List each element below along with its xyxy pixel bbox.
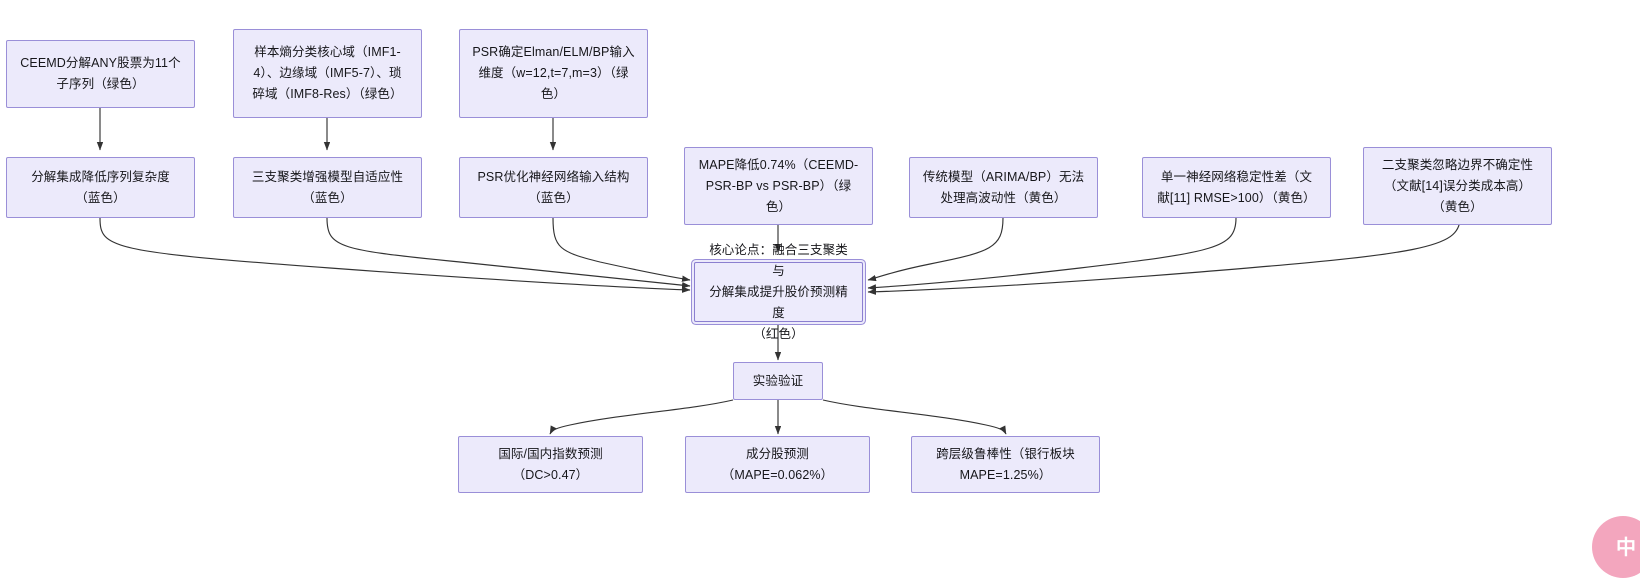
node-mape-improvement[interactable]: MAPE降低0.74%（CEEMD- PSR-BP vs PSR-BP）（绿 色… bbox=[684, 147, 873, 225]
node-label: 实验验证 bbox=[752, 373, 804, 388]
edge-n8-n11 bbox=[867, 217, 1004, 282]
edge-n12-n15 bbox=[822, 399, 1007, 435]
edge-n6-n11 bbox=[552, 217, 691, 282]
node-line-1: PSR确定Elman/ELM/BP输入 bbox=[472, 45, 635, 59]
node-line-1: 样本熵分类核心域（IMF1- bbox=[254, 45, 401, 59]
node-line-2: 维度（w=12,t=7,m=3）（绿 bbox=[478, 66, 629, 80]
node-line-1: 国际/国内指数预测 bbox=[498, 446, 603, 461]
node-line-2: （蓝色） bbox=[75, 190, 126, 205]
edge-n5-n11 bbox=[326, 217, 691, 289]
node-ceemd-decomposition[interactable]: CEEMD分解ANY股票为11个 bbox=[6, 40, 195, 108]
watermark-badge: 中 bbox=[1592, 516, 1640, 578]
node-core-claim[interactable]: 核心论点：融合三支聚类与 分解集成提升股价预测精度 （红色） bbox=[694, 243, 863, 341]
node-line-2: 处理高波动性（黄色） bbox=[940, 190, 1067, 205]
node-line-3: 色） bbox=[540, 87, 567, 101]
node-psr-optimizes-nn-input[interactable]: PSR优化神经网络输入结构 （蓝色） bbox=[459, 157, 648, 218]
node-sample-entropy-classification[interactable]: 样本熵分类核心域（IMF1- 4）、边缘域（IMF5-7）、琐 碎域（IMF8-… bbox=[233, 29, 422, 118]
node-line-2: 分解集成提升股价预测精度 bbox=[709, 284, 848, 320]
edge-n12-n13 bbox=[549, 399, 734, 435]
node-two-way-clustering-limitation[interactable]: 二支聚类忽略边界不确定性 （文献[14]误分类成本高） （黄色） bbox=[1363, 147, 1552, 225]
node-line-1: 传统模型（ARIMA/BP）无法 bbox=[922, 169, 1085, 184]
node-line-2: MAPE=1.25%） bbox=[959, 467, 1052, 482]
node-line-3: （黄色） bbox=[1432, 199, 1483, 214]
node-line-2: （文献[14]误分类成本高） bbox=[1383, 178, 1532, 193]
node-line-3: 色） bbox=[765, 199, 792, 214]
node-cross-level-robustness-result[interactable]: 跨层级鲁棒性（银行板块 MAPE=1.25%） bbox=[911, 436, 1100, 493]
node-line-2: 献[11] RMSE>100）（黄色） bbox=[1157, 190, 1316, 205]
edge-n10-n11 bbox=[867, 217, 1461, 295]
node-line-1: 单一神经网络稳定性差（文 bbox=[1160, 169, 1313, 184]
node-line-1: 分解集成降低序列复杂度 bbox=[31, 169, 170, 184]
node-line-1: 成分股预测 bbox=[745, 446, 809, 461]
node-line-1: PSR优化神经网络输入结构 bbox=[477, 169, 630, 184]
node-line-1: MAPE降低0.74%（CEEMD- bbox=[698, 157, 859, 172]
node-line-3: 碎域（IMF8-Res）（绿色） bbox=[252, 87, 403, 101]
node-three-way-clustering-adaptivity[interactable]: 三支聚类增强模型自适应性 （蓝色） bbox=[233, 157, 422, 218]
node-index-prediction-result[interactable]: 国际/国内指数预测 （DC>0.47） bbox=[458, 436, 643, 493]
node-line-2: （蓝色） bbox=[302, 190, 353, 205]
node-line-1: 跨层级鲁棒性（银行板块 bbox=[936, 446, 1075, 461]
node-constituent-stock-result[interactable]: 成分股预测 （MAPE=0.062%） bbox=[685, 436, 870, 493]
edge-n9-n11 bbox=[867, 217, 1237, 291]
node-line-2: （DC>0.47） bbox=[512, 467, 589, 482]
node-line-2: PSR-BP vs PSR-BP）（绿 bbox=[705, 178, 852, 193]
node-line-2: （蓝色） bbox=[528, 190, 579, 205]
node-single-nn-instability[interactable]: 单一神经网络稳定性差（文 献[11] RMSE>100）（黄色） bbox=[1142, 157, 1331, 218]
node-experimental-validation[interactable]: 实验验证 bbox=[733, 362, 823, 400]
node-psr-input-dimension[interactable]: PSR确定Elman/ELM/BP输入 维度（w=12,t=7,m=3）（绿 色… bbox=[459, 29, 648, 118]
node-line-3: （红色） bbox=[753, 326, 804, 341]
node-decomposition-reduces-complexity[interactable]: 分解集成降低序列复杂度 （蓝色） bbox=[6, 157, 195, 218]
watermark-text: 中 bbox=[1616, 537, 1636, 559]
node-traditional-model-limitation[interactable]: 传统模型（ARIMA/BP）无法 处理高波动性（黄色） bbox=[909, 157, 1098, 218]
node-line-2: （MAPE=0.062%） bbox=[721, 467, 834, 482]
node-line-1: 三支聚类增强模型自适应性 bbox=[251, 169, 404, 184]
edge-n4-n11 bbox=[99, 217, 691, 293]
node-line-1: 二支聚类忽略边界不确定性 bbox=[1381, 157, 1534, 172]
node-line-2: 4）、边缘域（IMF5-7）、琐 bbox=[253, 66, 402, 80]
node-line-1: 核心论点：融合三支聚类与 bbox=[709, 242, 848, 278]
